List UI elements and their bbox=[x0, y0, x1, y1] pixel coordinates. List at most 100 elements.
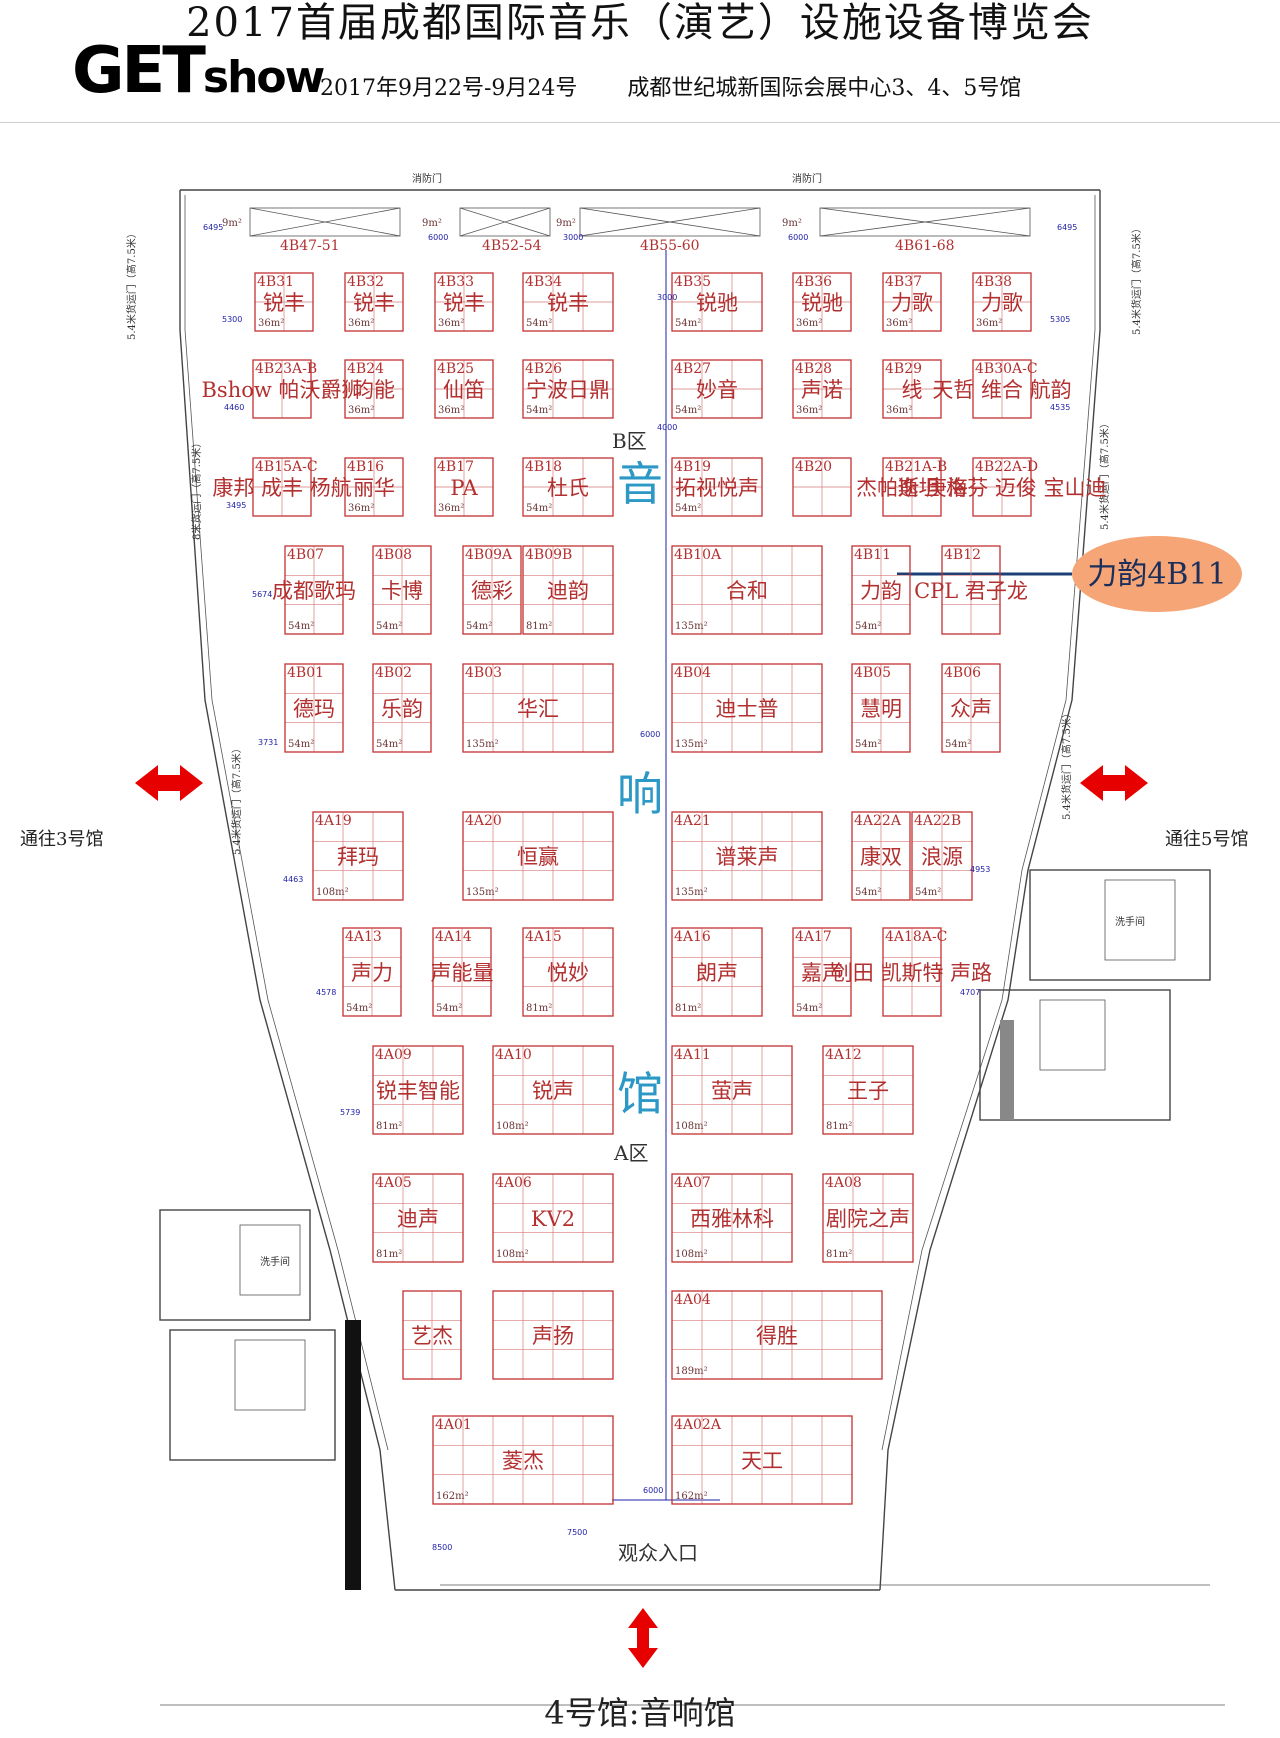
dimension-label: 6000 bbox=[428, 233, 448, 242]
booth-unlabeled-56: 艺杰 bbox=[402, 1290, 462, 1380]
hall-outline bbox=[160, 189, 1225, 1706]
cargo-door-right-top: 5.4米货运门（高7.5米） bbox=[1130, 223, 1143, 335]
booth-area: 54m² bbox=[376, 739, 402, 750]
booth-area: 54m² bbox=[436, 1003, 462, 1014]
booth-code: 4A08 bbox=[825, 1175, 862, 1191]
booth-area: 54m² bbox=[346, 1003, 372, 1014]
booth-name: 锐驰 bbox=[801, 291, 843, 315]
booth-code: 4A02A bbox=[674, 1417, 722, 1433]
booth-area: 135m² bbox=[675, 621, 708, 632]
booth-code: 4B32 bbox=[347, 274, 384, 290]
booth-code: 4B28 bbox=[795, 361, 832, 377]
dimension-label: 7500 bbox=[567, 1528, 587, 1537]
booth-name: CPL 君子龙 bbox=[914, 579, 1028, 603]
booth-code: 4B06 bbox=[944, 665, 981, 681]
booth-code: 4B12 bbox=[944, 547, 981, 563]
booth-area: 54m² bbox=[526, 405, 552, 416]
booth-4b15a-c: 4B15A-C康邦 成丰 杨航 bbox=[212, 457, 352, 517]
booth-area: 36m² bbox=[886, 405, 912, 416]
washroom-left-label: 洗手间 bbox=[260, 1255, 290, 1268]
booth-area: 36m² bbox=[348, 503, 374, 514]
strip-code-2: 4B52-54 bbox=[482, 238, 542, 254]
booth-name: 天哲 维合 航韵 bbox=[932, 378, 1071, 402]
booth-area: 36m² bbox=[348, 318, 374, 329]
booth-area: 54m² bbox=[855, 621, 881, 632]
booth-code: 4B34 bbox=[525, 274, 562, 290]
booth-area: 54m² bbox=[466, 621, 492, 632]
booth-name: 朗声 bbox=[696, 961, 738, 985]
booth-name: 华汇 bbox=[517, 697, 559, 721]
booth-code: 4B09A bbox=[465, 547, 513, 563]
booth-name: 力歌 bbox=[891, 291, 933, 315]
booth-area: 162m² bbox=[675, 1491, 708, 1502]
booth-code: 4B08 bbox=[375, 547, 412, 563]
booth-area: 36m² bbox=[258, 318, 284, 329]
booth-name: 丽华 bbox=[353, 476, 395, 500]
getshow-logo: GETshow bbox=[72, 39, 325, 118]
booth-4b05: 4B05 慧明 54m² bbox=[851, 663, 911, 753]
booth-area: 54m² bbox=[796, 1003, 822, 1014]
booth-name: 浪源 bbox=[921, 845, 963, 869]
dimension-label: 5674 bbox=[252, 590, 272, 599]
booth-area: 36m² bbox=[348, 405, 374, 416]
booth-name: 剧院之声 bbox=[826, 1207, 910, 1231]
to-hall3-label: 通往3号馆 bbox=[20, 829, 103, 850]
dimension-label: 4953 bbox=[970, 865, 990, 874]
booth-name: 声扬 bbox=[532, 1324, 574, 1348]
booth-area: 189m² bbox=[675, 1366, 708, 1377]
washroom-left: 洗手间 bbox=[159, 1209, 361, 1590]
booth-area: 81m² bbox=[826, 1249, 852, 1260]
cargo-door-right-mid: 5.4米货运门（高7.5米） bbox=[1098, 418, 1111, 530]
booth-name: Bshow 帕沃爵狮 bbox=[201, 378, 362, 402]
booth-name: 慧明 bbox=[860, 697, 902, 721]
booth-area: 81m² bbox=[675, 1003, 701, 1014]
cargo-door-left-mid: 8米货运门（高7.5米） bbox=[190, 438, 203, 540]
booth-4b20: 4B20 bbox=[792, 457, 852, 517]
arrow-to-hall5 bbox=[1080, 765, 1148, 801]
dimension-label: 6495 bbox=[203, 223, 223, 232]
booth-4b22a-d: 4B22A-D逸坦 格芬 迈俊 宝山迪 bbox=[897, 457, 1107, 517]
booth-area: 36m² bbox=[796, 318, 822, 329]
booth-name: 锐丰智能 bbox=[376, 1079, 460, 1103]
booth-name: 锐丰 bbox=[547, 291, 589, 315]
booth-area: 54m² bbox=[855, 739, 881, 750]
hall-char-yin: 音 bbox=[617, 457, 663, 511]
fire-door-2: 消防门 bbox=[792, 172, 822, 185]
booth-name: 锐丰 bbox=[263, 291, 305, 315]
dimension-label: 4463 bbox=[283, 875, 303, 884]
booth-code: 4B05 bbox=[854, 665, 891, 681]
booth-area: 54m² bbox=[526, 318, 552, 329]
booth-code: 4B27 bbox=[674, 361, 711, 377]
booth-area: 54m² bbox=[526, 503, 552, 514]
booth-name: 天工 bbox=[741, 1449, 783, 1473]
booth-area: 108m² bbox=[316, 887, 349, 898]
washroom-right-label: 洗手间 bbox=[1115, 915, 1145, 928]
booth-name: 得胜 bbox=[756, 1324, 798, 1348]
booth-area: 54m² bbox=[288, 621, 314, 632]
booth-name: 悦妙 bbox=[547, 961, 589, 985]
dimension-label: 5305 bbox=[1050, 315, 1070, 324]
booth-4a08: 4A08 剧院之声 81m² bbox=[822, 1173, 914, 1263]
booth-name: 均能 bbox=[353, 378, 395, 402]
booth-area: 135m² bbox=[466, 887, 499, 898]
dimension-label: 4707 bbox=[960, 988, 980, 997]
zone-a-label: A区 bbox=[613, 1141, 648, 1165]
booth-code: 4B18 bbox=[525, 459, 562, 475]
booth-code: 4B23A-B bbox=[255, 361, 317, 377]
